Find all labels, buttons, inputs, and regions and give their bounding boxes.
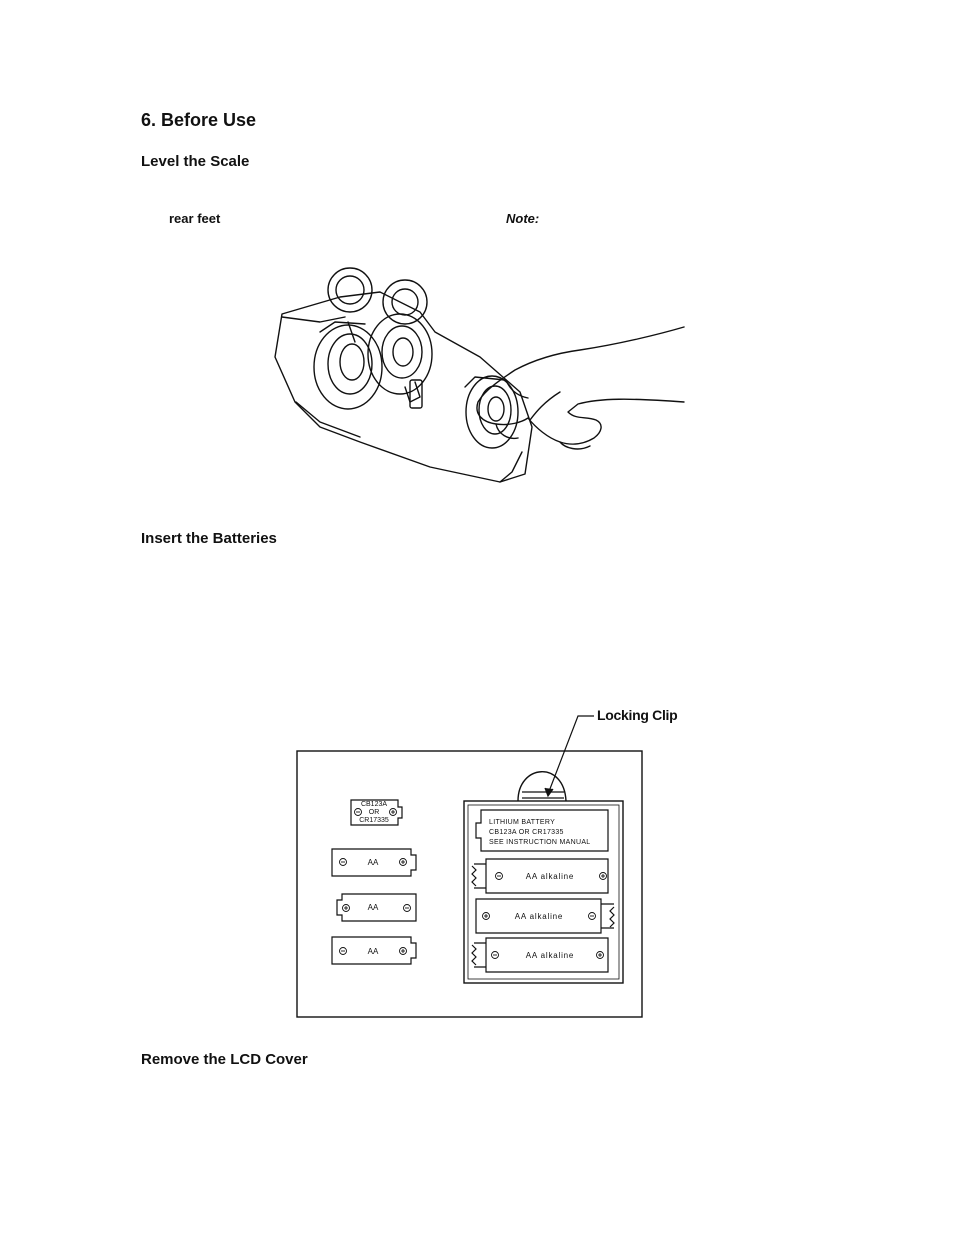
loose-aa-3-label: AA bbox=[368, 947, 379, 956]
scale-body bbox=[274, 291, 533, 483]
section-title: 6. Before Use bbox=[141, 110, 257, 130]
loose-lithium-line-3: CR17335 bbox=[359, 817, 389, 824]
hand-outline bbox=[476, 326, 685, 445]
locking-clip-label: Locking Clip bbox=[597, 707, 678, 723]
compartment-aa-1-label: AA alkaline bbox=[526, 872, 574, 881]
loose-lithium-line-2: OR bbox=[369, 809, 380, 816]
rear-feet-label: rear feet bbox=[169, 211, 221, 226]
compartment-aa-2-label: AA alkaline bbox=[515, 912, 563, 921]
battery-diagram: CB123A OR CR17335 AA AA AA LITHIUM BATTE… bbox=[296, 715, 643, 1018]
locking-clip-leader bbox=[547, 715, 594, 795]
loose-aa-2-label: AA bbox=[368, 903, 379, 912]
compartment-aa-2 bbox=[475, 898, 602, 934]
loose-lithium-battery bbox=[350, 799, 403, 826]
compartment-aa-1 bbox=[485, 858, 609, 894]
locking-clip bbox=[517, 771, 567, 802]
lithium-label-line-2: CB123A OR CR17335 bbox=[489, 829, 564, 836]
level-scale-heading: Level the Scale bbox=[141, 153, 250, 170]
loose-aa-1-label: AA bbox=[368, 858, 379, 867]
loose-aa-2 bbox=[336, 893, 417, 922]
battery-compartment bbox=[463, 800, 624, 984]
note-label: Note: bbox=[506, 211, 540, 226]
remove-lcd-heading: Remove the LCD Cover bbox=[141, 1051, 308, 1068]
compartment-lithium-slot bbox=[475, 809, 609, 852]
loose-lithium-line-1: CB123A bbox=[361, 801, 387, 808]
insert-batteries-heading: Insert the Batteries bbox=[141, 530, 277, 547]
compartment-aa-3-label: AA alkaline bbox=[526, 951, 574, 960]
loose-aa-1 bbox=[331, 848, 417, 877]
loose-aa-3 bbox=[331, 936, 417, 965]
compartment-aa-3 bbox=[485, 937, 609, 973]
lithium-label-line-3: SEE INSTRUCTION MANUAL bbox=[489, 839, 591, 846]
diagram-frame bbox=[296, 750, 643, 1018]
lithium-label-line-1: LITHIUM BATTERY bbox=[489, 819, 555, 826]
level-feet-illustration bbox=[274, 267, 685, 483]
